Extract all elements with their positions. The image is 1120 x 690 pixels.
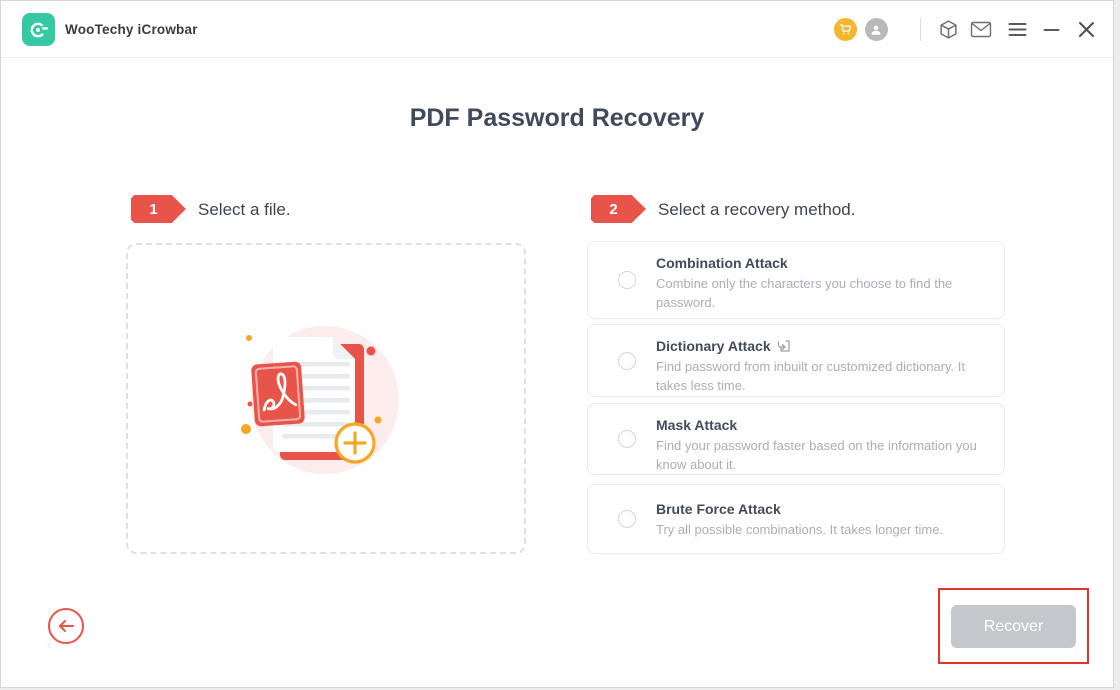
cart-icon[interactable]: [833, 1, 857, 58]
step-2-label: Select a recovery method.: [658, 200, 856, 219]
method-title: Combination Attack: [656, 255, 788, 271]
method-card-brute-force-attack[interactable]: Brute Force Attack Try all possible comb…: [587, 484, 1005, 554]
file-drop-zone[interactable]: [126, 243, 526, 554]
add-file-plus-icon: [334, 422, 376, 464]
method-title: Mask Attack: [656, 417, 738, 433]
recover-highlight-annotation: [938, 588, 1089, 664]
radio-mask-attack[interactable]: [618, 430, 636, 448]
close-icon[interactable]: [1074, 1, 1098, 58]
titlebar-divider: [920, 18, 921, 41]
pdf-file-illustration: [241, 326, 399, 474]
radio-brute-force-attack[interactable]: [618, 510, 636, 528]
account-icon[interactable]: [864, 1, 888, 58]
step-2-badge: 2: [591, 195, 646, 223]
titlebar: WooTechy iCrowbar: [1, 1, 1113, 58]
method-description: Find your password faster based on the i…: [656, 438, 977, 472]
minimize-icon[interactable]: [1039, 1, 1063, 58]
method-description: Find password from inbuilt or customized…: [656, 359, 965, 393]
back-arrow-icon: [59, 620, 74, 632]
envelope-icon[interactable]: [969, 1, 993, 58]
method-description: Try all possible combinations. It takes …: [656, 522, 944, 537]
radio-dictionary-attack[interactable]: [618, 351, 636, 370]
method-title: Dictionary Attack: [656, 338, 771, 354]
app-title: WooTechy iCrowbar: [65, 22, 198, 37]
back-button[interactable]: [48, 608, 84, 644]
package-box-icon[interactable]: [936, 1, 960, 58]
page-title: PDF Password Recovery: [409, 104, 705, 132]
menu-icon[interactable]: [1005, 1, 1029, 58]
method-title: Brute Force Attack: [656, 501, 781, 517]
method-card-mask-attack[interactable]: Mask Attack Find your password faster ba…: [587, 403, 1005, 475]
step-1-badge: 1: [131, 195, 186, 223]
method-description: Combine only the characters you choose t…: [656, 276, 953, 310]
recover-button[interactable]: Recover: [951, 605, 1076, 648]
radio-combination-attack[interactable]: [618, 271, 636, 289]
step-1-label: Select a file.: [198, 200, 291, 219]
app-logo-icon: [22, 13, 55, 46]
method-card-combination-attack[interactable]: Combination Attack Combine only the char…: [587, 241, 1005, 319]
method-card-dictionary-attack[interactable]: Dictionary Attack Find password from inb…: [587, 324, 1005, 397]
file-import-icon[interactable]: [777, 339, 791, 353]
